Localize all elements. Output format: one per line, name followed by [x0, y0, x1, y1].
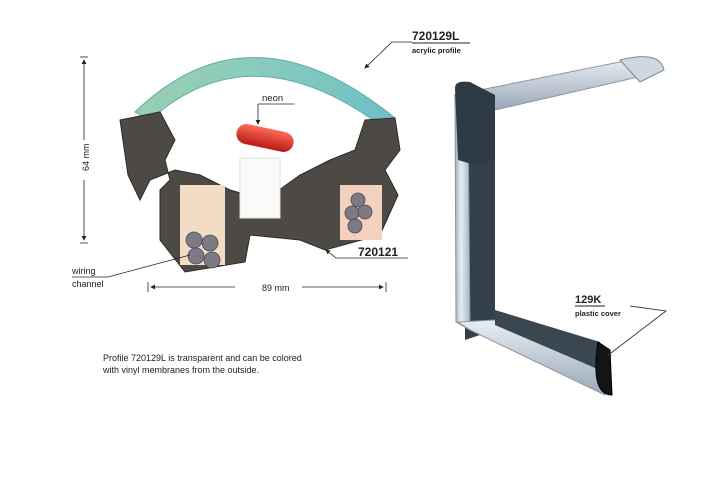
cover-name-label: plastic cover [575, 309, 621, 318]
neon-label: neon [262, 93, 283, 104]
wiring-label-1: wiring [71, 266, 96, 276]
neon-tube [236, 124, 294, 152]
acrylic-name-label: acrylic profile [412, 46, 461, 55]
acrylic-code-label: 720129L [412, 29, 459, 43]
width-dim-label: 89 mm [262, 283, 290, 293]
base-profile-shape [119, 111, 401, 273]
l-profile-shape [453, 56, 665, 396]
acrylic-arrow [364, 41, 412, 69]
cover-code-label: 129K [575, 294, 601, 306]
base-code-label: 720121 [358, 245, 398, 259]
width-dimension: 89 mm [147, 282, 387, 293]
description-text: Profile 720129L is transparent and can b… [103, 353, 302, 375]
height-dim-label: 64 mm [81, 143, 91, 171]
wiring-arrow [72, 254, 191, 278]
wiring-label-2: channel [72, 279, 104, 289]
height-dimension: 64 mm [80, 56, 91, 244]
neon-holder [239, 157, 281, 219]
acrylic-profile-shape [134, 57, 396, 126]
cover-arrow [606, 305, 668, 357]
base-arrow [325, 249, 408, 259]
